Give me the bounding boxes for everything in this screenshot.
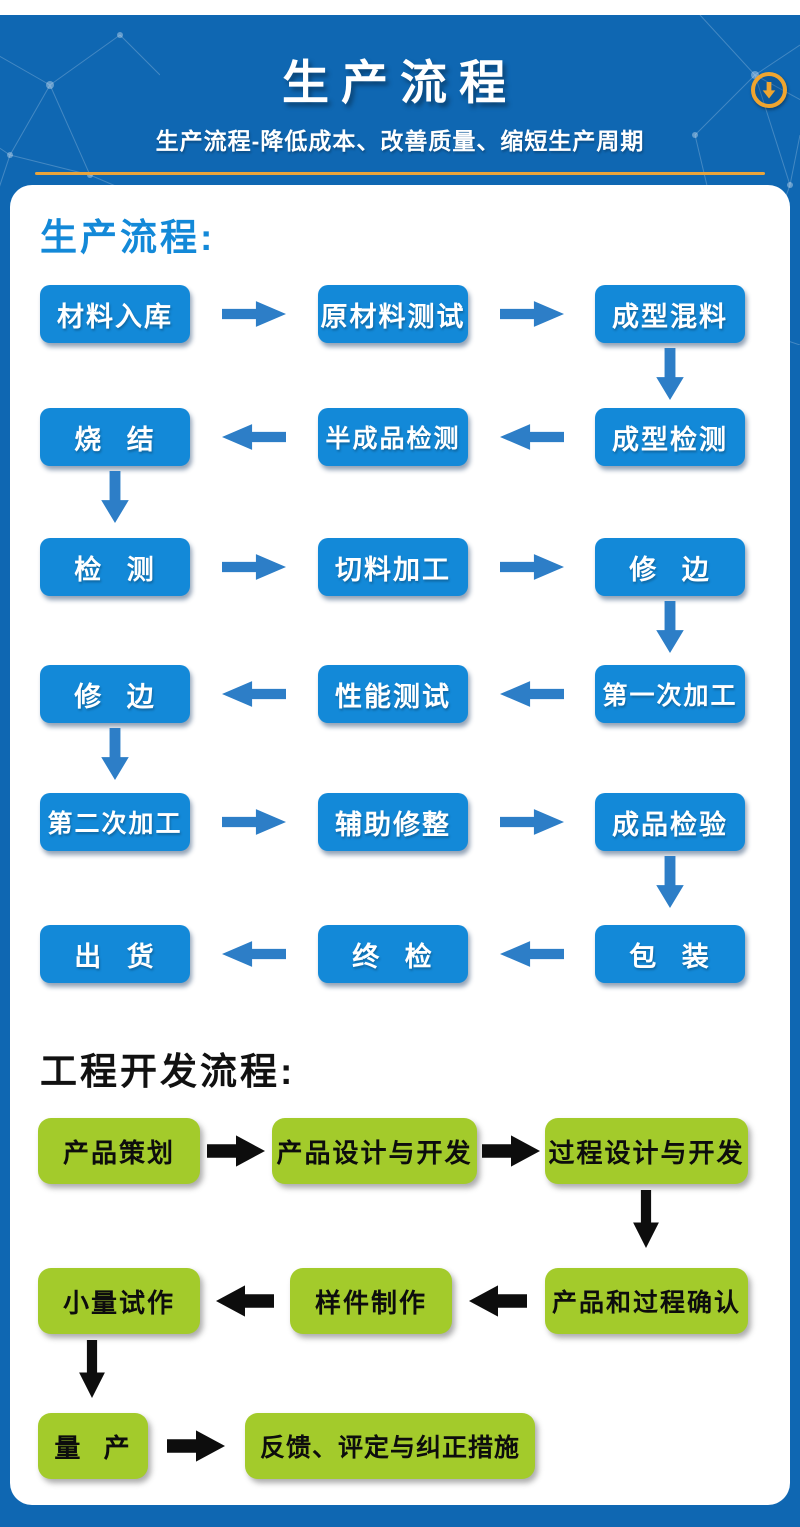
arrow-right-icon	[222, 301, 286, 327]
production-step-r6c2: 终 检	[318, 925, 468, 983]
production-step-r5c3: 成品检验	[595, 793, 745, 851]
top-white-strip	[0, 0, 800, 15]
production-step-r2c1: 烧 结	[40, 408, 190, 466]
arrow-right-icon	[482, 1135, 540, 1167]
arrow-down-icon	[656, 856, 684, 908]
production-step-r2c2: 半成品检测	[318, 408, 468, 466]
arrow-right-icon	[222, 554, 286, 580]
production-step-r4c2: 性能测试	[318, 665, 468, 723]
production-step-r1c2: 原材料测试	[318, 285, 468, 343]
arrow-down-icon	[101, 471, 129, 523]
production-step-r6c1: 出 货	[40, 925, 190, 983]
engineering-step-r2c2: 样件制作	[290, 1268, 452, 1334]
engineering-flow-heading: 工程开发流程:	[40, 1051, 296, 1092]
engineering-step-r2c3: 产品和过程确认	[545, 1268, 748, 1334]
production-step-r2c3: 成型检测	[595, 408, 745, 466]
arrow-right-icon	[207, 1135, 265, 1167]
arrow-left-icon	[222, 941, 286, 967]
engineering-step-r2c1: 小量试作	[38, 1268, 200, 1334]
production-step-r3c3: 修 边	[595, 538, 745, 596]
circle-down-arrow-icon	[762, 81, 776, 99]
engineering-step-r1c2: 产品设计与开发	[272, 1118, 477, 1184]
page-subtitle: 生产流程-降低成本、改善质量、缩短生产周期	[155, 128, 645, 154]
page-title: 生产流程	[282, 56, 518, 109]
arrow-left-icon	[500, 424, 564, 450]
production-step-r5c2: 辅助修整	[318, 793, 468, 851]
production-step-r1c3: 成型混料	[595, 285, 745, 343]
arrow-right-icon	[500, 809, 564, 835]
arrow-right-icon	[167, 1430, 225, 1462]
arrow-down-icon	[633, 1190, 659, 1248]
arrow-left-icon	[500, 941, 564, 967]
arrow-left-icon	[469, 1285, 527, 1317]
arrow-down-icon	[101, 728, 129, 780]
arrow-left-icon	[216, 1285, 274, 1317]
production-step-r4c1: 修 边	[40, 665, 190, 723]
production-step-r1c1: 材料入库	[40, 285, 190, 343]
scroll-down-button[interactable]	[751, 72, 787, 108]
engineering-step-r1c1: 产品策划	[38, 1118, 200, 1184]
gold-divider	[35, 172, 765, 175]
production-step-r3c2: 切料加工	[318, 538, 468, 596]
arrow-down-icon	[79, 1340, 105, 1398]
arrow-left-icon	[500, 681, 564, 707]
arrow-down-icon	[656, 601, 684, 653]
engineering-step-r1c3: 过程设计与开发	[545, 1118, 748, 1184]
production-step-r4c3: 第一次加工	[595, 665, 745, 723]
production-step-r6c3: 包 装	[595, 925, 745, 983]
arrow-left-icon	[222, 681, 286, 707]
production-step-r5c1: 第二次加工	[40, 793, 190, 851]
content-card: 生产流程: 材料入库 原材料测试 成型混料 烧 结 半成品检测 成型检测 检 测…	[10, 185, 790, 1505]
arrow-right-icon	[222, 809, 286, 835]
arrow-right-icon	[500, 301, 564, 327]
arrow-right-icon	[500, 554, 564, 580]
production-flow-heading: 生产流程:	[40, 217, 216, 258]
production-step-r3c1: 检 测	[40, 538, 190, 596]
arrow-down-icon	[656, 348, 684, 400]
engineering-step-r3c2: 反馈、评定与纠正措施	[245, 1413, 535, 1479]
arrow-left-icon	[222, 424, 286, 450]
engineering-step-r3c1: 量 产	[38, 1413, 148, 1479]
